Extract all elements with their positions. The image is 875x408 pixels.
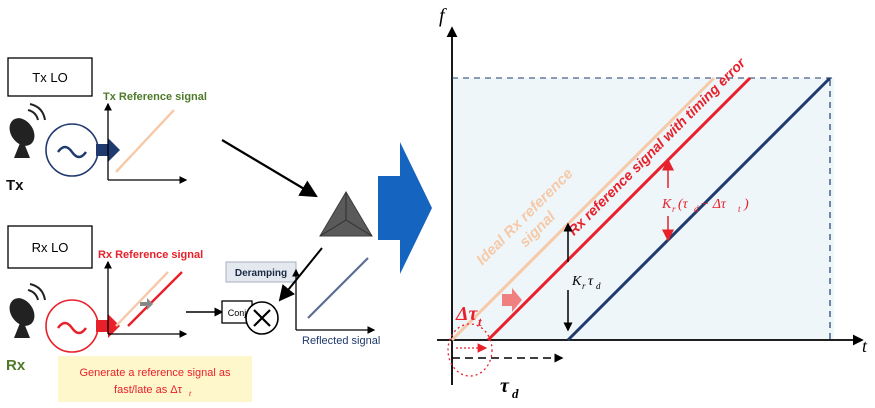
- rx-shifted-ramp-line: [127, 271, 183, 327]
- rx-label: Rx: [6, 357, 26, 374]
- target-icon: [319, 191, 373, 237]
- svg-text:r: r: [672, 204, 676, 214]
- conj-label: Conj: [228, 308, 247, 318]
- deramping-label: Deramping: [235, 268, 287, 279]
- svg-text:K: K: [661, 197, 672, 212]
- deramping-box: Deramping: [225, 261, 297, 283]
- delta-tau-label: Δτ t: [455, 303, 482, 329]
- svg-text:(τ: (τ: [678, 197, 689, 212]
- note-sub: t: [189, 389, 192, 398]
- shift-arrow-icon: [140, 298, 153, 310]
- svg-text:d: d: [694, 204, 699, 214]
- rx-oscillator-icon: [45, 299, 120, 353]
- rx-reference-plot: [104, 260, 188, 338]
- t-axis-label: t: [862, 336, 868, 356]
- kr-tau-label: K r τ d: [571, 274, 601, 291]
- svg-text:d: d: [596, 281, 601, 291]
- kr-diff-label: K r (τ d − Δτ t ): [661, 197, 749, 214]
- svg-text:τ: τ: [588, 274, 594, 289]
- right-shift-arrow-icon: [502, 288, 522, 312]
- svg-text:d: d: [512, 386, 519, 401]
- tx-lo-label: Tx LO: [32, 70, 67, 85]
- tx-reference-plot: [104, 102, 188, 184]
- tx-lo-box: Tx LO: [7, 57, 93, 97]
- big-transition-arrow: [378, 142, 432, 274]
- note-line1: Generate a reference signal as: [79, 367, 231, 379]
- tx-label: Tx: [6, 177, 24, 194]
- svg-text:− Δτ: − Δτ: [700, 197, 727, 212]
- svg-text:Δτ: Δτ: [455, 303, 479, 325]
- reflected-signal-plot: [292, 257, 376, 334]
- tx-ramp-line: [115, 109, 175, 173]
- tx-antenna-icon: [9, 103, 46, 158]
- rx-error-ramp-line: [486, 76, 752, 342]
- tau-d-label: τ d: [500, 375, 519, 401]
- svg-text:t: t: [478, 314, 482, 329]
- svg-text:t: t: [738, 204, 741, 214]
- rx-reference-label: Rx Reference signal: [98, 249, 203, 261]
- rx-lo-label: Rx LO: [32, 240, 69, 255]
- tx-reference-label: Tx Reference signal: [103, 91, 207, 103]
- rx-antenna-icon: [9, 283, 46, 338]
- note-box: Generate a reference signal as fast/late…: [58, 356, 252, 402]
- reflected-label: Reflected signal: [302, 335, 380, 347]
- reflected-ramp-line-main: [566, 76, 832, 342]
- f-axis-label: f: [439, 5, 447, 27]
- mixer-icon: [245, 301, 279, 335]
- target-to-mixer-arrow: [278, 247, 323, 302]
- svg-text:): ): [743, 197, 749, 212]
- rx-ideal-ramp-line: [115, 271, 169, 327]
- note-line2: fast/late as Δτ: [114, 384, 183, 396]
- ideal-rx-ramp-line: [450, 76, 716, 342]
- rx-lo-box: Rx LO: [7, 225, 93, 269]
- svg-text:K: K: [571, 274, 582, 289]
- svg-text:r: r: [582, 281, 586, 291]
- svg-text:τ: τ: [500, 375, 510, 397]
- reflected-ramp-line: [307, 257, 369, 319]
- tx-oscillator-icon: [45, 123, 120, 177]
- tx-to-target-arrow: [221, 139, 318, 198]
- delta-tau-circle: [447, 323, 493, 377]
